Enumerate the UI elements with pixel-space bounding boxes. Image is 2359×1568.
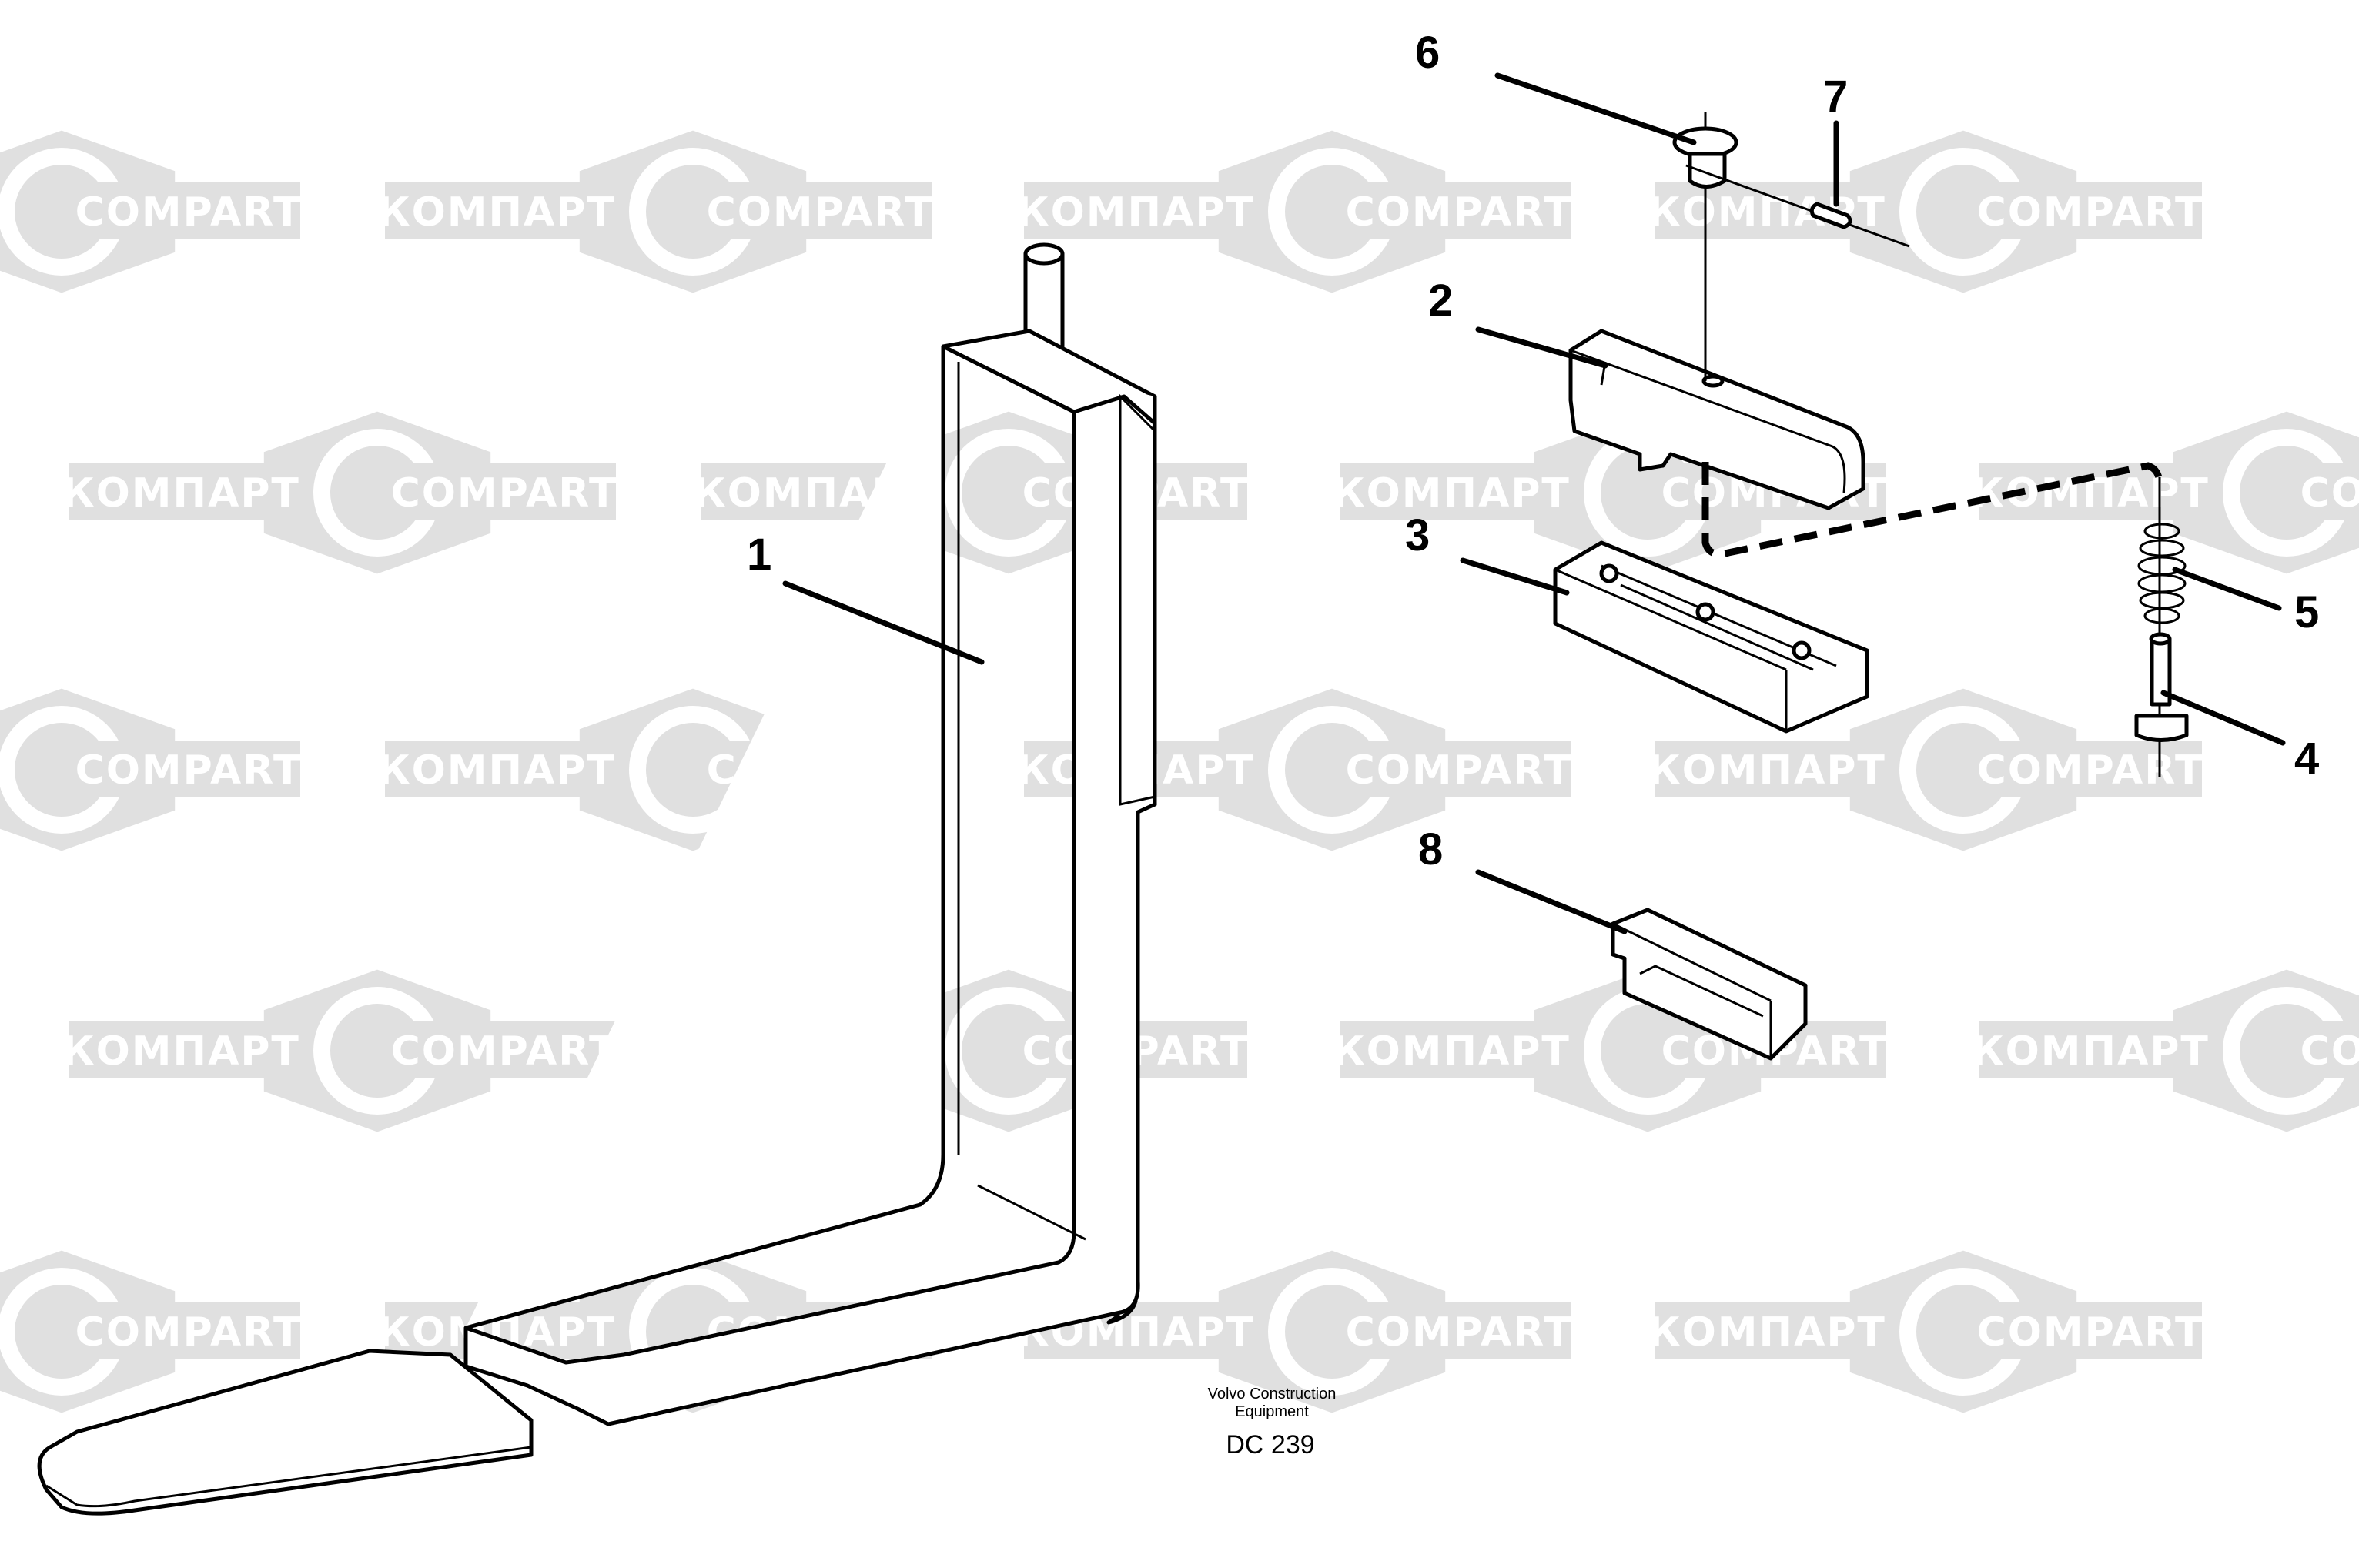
part-1-fork	[463, 242, 1157, 1426]
watermark-text: КОМПАРТ	[1971, 1028, 2210, 1075]
watermark-text: COMPART	[1346, 189, 1573, 236]
watermark-banner: COMPART	[1977, 182, 2204, 239]
watermark-hexagon	[579, 130, 807, 293]
leader-8	[1475, 869, 1628, 934]
leader-3	[1460, 557, 1570, 596]
callout-1: 1	[747, 530, 771, 580]
watermark-hexagon	[1849, 688, 2077, 851]
watermark-text: КОМПАРТ	[377, 747, 616, 794]
watermark-banner: КОМПАРТ	[1332, 1021, 1571, 1078]
callout-2: 2	[1428, 276, 1453, 326]
watermark-text: COMPART	[1346, 1309, 1573, 1356]
leader-2	[1475, 326, 1608, 369]
watermark-banner: КОМПАРТ	[1332, 463, 1571, 520]
part-4-plunger	[2134, 631, 2189, 777]
watermark-banner: КОМПАРТ	[1648, 182, 1886, 239]
watermark-text: КОМПАРТ	[1016, 189, 1255, 236]
assembly-dashed-line	[1701, 462, 2163, 558]
part-2-bracket	[1568, 329, 1865, 510]
watermark-banner: COMPART	[1977, 1302, 2204, 1359]
leader-6	[1494, 72, 1697, 145]
watermark-text: COMPART	[391, 470, 618, 517]
watermark-banner: КОМПАРТ	[1648, 741, 1886, 797]
watermark-text: КОМПАРТ	[1648, 189, 1886, 236]
callout-6: 6	[1415, 28, 1440, 78]
watermark-text: КОМПАРТ	[62, 1028, 300, 1075]
watermark-hexagon	[1849, 1250, 2077, 1413]
watermark-text: КОМПАРТ	[1648, 1309, 1886, 1356]
watermark-banner: КОМПАРТ	[62, 463, 300, 520]
watermark-text: КОМПАРТ	[377, 189, 616, 236]
part-7-split-pin	[1685, 164, 1910, 248]
fork-tip	[37, 1349, 534, 1516]
watermark-text: COMPART	[1977, 189, 2204, 236]
watermark-banner: КОМПАРТ	[1648, 1302, 1886, 1359]
part-6-pin	[1672, 112, 1738, 381]
leader-4	[2160, 690, 2286, 746]
watermark-text: COMPART	[1977, 747, 2204, 794]
watermark-banner: КОМПАРТ	[1971, 1021, 2210, 1078]
watermark-banner: COMPART	[707, 182, 934, 239]
callout-7: 7	[1823, 72, 1848, 122]
watermark-banner: COMPART	[75, 182, 303, 239]
watermark-banner: COMPART	[1346, 1302, 1573, 1359]
watermark-hexagon	[895, 969, 1123, 1132]
watermark-text: КОМПАРТ	[1648, 747, 1886, 794]
leader-1	[782, 580, 985, 665]
watermark-text: COMPART	[75, 189, 303, 236]
watermark-text: COMPART	[75, 1309, 303, 1356]
watermark-hexagon	[263, 411, 491, 574]
watermark-text: COMPART	[2300, 470, 2359, 517]
watermark-banner: COMPART	[2300, 463, 2359, 520]
watermark-text: COMPART	[1346, 747, 1573, 794]
watermark-banner: COMPART	[1346, 182, 1573, 239]
watermark-banner: КОМПАРТ	[1016, 182, 1255, 239]
watermark-hexagon	[1218, 688, 1446, 851]
watermark-banner: COMPART	[391, 463, 618, 520]
part-8-bracket	[1611, 908, 1808, 1061]
watermark-text: КОМПАРТ	[1332, 470, 1571, 517]
watermark-banner: COMPART	[1977, 741, 2204, 797]
watermark-banner: COMPART	[75, 1302, 303, 1359]
watermark-layer: КОМПАРТ COMPART КОМПАРТ COMPART КОМПАРТ COMPA…	[0, 130, 2359, 1413]
callout-3: 3	[1405, 510, 1430, 560]
watermark-banner: КОМПАРТ	[377, 741, 616, 797]
watermark-hexagon	[1218, 1250, 1446, 1413]
watermark-text: КОМПАРТ	[62, 470, 300, 517]
part-5-spring	[2137, 477, 2187, 631]
watermark-text: КОМПАРТ	[1332, 1028, 1571, 1075]
part-3-bracket	[1553, 540, 1869, 734]
watermark-text: COMPART	[1977, 1309, 2204, 1356]
watermark-banner: COMPART	[75, 741, 303, 797]
watermark-banner: COMPART	[1346, 741, 1573, 797]
watermark-text: COMPART	[391, 1028, 618, 1075]
watermark-banner: COMPART	[391, 1021, 618, 1078]
watermark-banner: COMPART	[2300, 1021, 2359, 1078]
callout-4: 4	[2294, 734, 2319, 784]
watermark-hexagon	[1849, 130, 2077, 293]
watermark-text: COMPART	[707, 189, 934, 236]
callout-5: 5	[2294, 587, 2319, 637]
leader-5	[2172, 567, 2282, 611]
watermark-text: COMPART	[2300, 1028, 2359, 1075]
caption-line-2: Equipment	[1235, 1403, 1309, 1420]
watermark-hexagon	[895, 411, 1123, 574]
watermark-banner: КОМПАРТ	[62, 1021, 300, 1078]
caption-line-1: Volvo Construction	[1208, 1386, 1337, 1403]
diagram-code: DC 239	[1226, 1430, 1314, 1459]
watermark-hexagon	[263, 969, 491, 1132]
watermark-hexagon	[1218, 130, 1446, 293]
watermark-text: COMPART	[75, 747, 303, 794]
watermark-banner: КОМПАРТ	[377, 182, 616, 239]
callout-8: 8	[1418, 824, 1443, 874]
